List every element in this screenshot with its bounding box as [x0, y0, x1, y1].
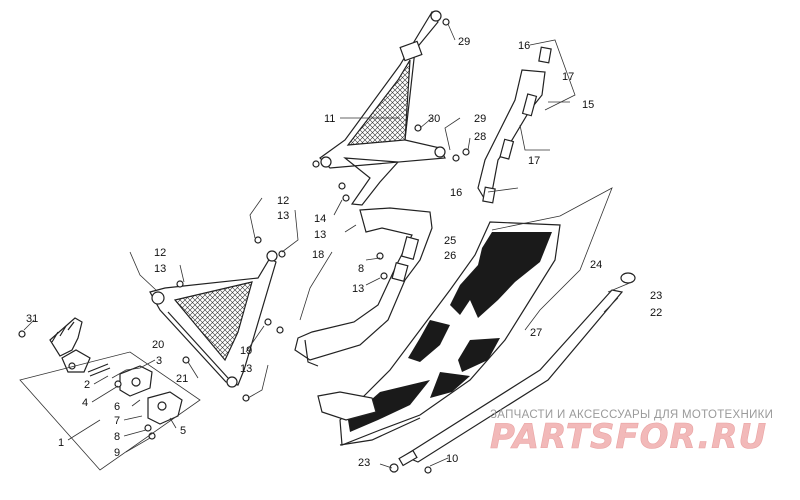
leader-lines: [19, 23, 633, 471]
callout-21: 21: [176, 373, 188, 385]
callout-12b: 12: [154, 247, 166, 259]
callout-31: 31: [26, 313, 38, 325]
callout-28: 28: [474, 131, 486, 143]
side-panel: [317, 221, 561, 446]
long-tube: [398, 272, 636, 467]
callout-23b: 23: [358, 457, 370, 469]
callout-3: 3: [156, 355, 162, 367]
callout-13b: 13: [154, 263, 166, 275]
callout-20: 20: [152, 339, 164, 351]
callout-9: 9: [114, 447, 120, 459]
callout-8b: 8: [358, 263, 364, 275]
callout-23a: 23: [650, 290, 662, 302]
callout-11: 11: [324, 113, 335, 125]
callout-29b: 29: [474, 113, 486, 125]
hardware: [176, 18, 470, 474]
watermark-tagline: ЗАПЧАСТИ И АКСЕССУАРЫ ДЛЯ МОТОТЕХНИКИ: [490, 409, 773, 421]
callout-6: 6: [114, 401, 120, 413]
frame-tube: [294, 207, 433, 367]
footrest-assembly: [18, 317, 183, 440]
small-panel: [477, 46, 552, 204]
watermark-brand: PARTSFOR.RU: [490, 417, 767, 457]
callout-29a: 29: [458, 36, 470, 48]
callout-13e: 13: [240, 363, 252, 375]
upper-mesh-bracket: [319, 10, 446, 206]
callout-5: 5: [180, 425, 186, 437]
callout-16b: 16: [450, 187, 462, 199]
callout-17a: 17: [562, 71, 574, 83]
callout-13d: 13: [352, 283, 364, 295]
callout-14: 14: [314, 213, 326, 225]
callout-numbers: 1 2 3 4 5 6 7 8 9 10 11 12 13 12 13 14 1…: [26, 36, 662, 469]
callout-15: 15: [582, 99, 594, 111]
callout-4: 4: [82, 397, 88, 409]
callout-25: 25: [444, 235, 456, 247]
callout-22: 22: [650, 307, 662, 319]
callout-19: 19: [240, 345, 252, 357]
callout-18: 18: [312, 249, 324, 261]
callout-27: 27: [530, 327, 542, 339]
callout-7: 7: [114, 415, 120, 427]
watermark: ЗАПЧАСТИ И АКСЕССУАРЫ ДЛЯ МОТОТЕХНИКИ PA…: [490, 409, 773, 457]
callout-10: 10: [446, 453, 458, 465]
callout-26: 26: [444, 250, 456, 262]
callout-2: 2: [84, 379, 90, 391]
callout-13a: 13: [277, 210, 289, 222]
callout-1: 1: [58, 437, 64, 449]
lower-mesh-bracket: [149, 250, 278, 388]
callout-12a: 12: [277, 195, 289, 207]
callout-24: 24: [590, 259, 602, 271]
callout-30: 30: [428, 113, 440, 125]
callout-17b: 17: [528, 155, 540, 167]
callout-16a: 16: [518, 40, 530, 52]
callout-8a: 8: [114, 431, 120, 443]
callout-13c: 13: [314, 229, 326, 241]
